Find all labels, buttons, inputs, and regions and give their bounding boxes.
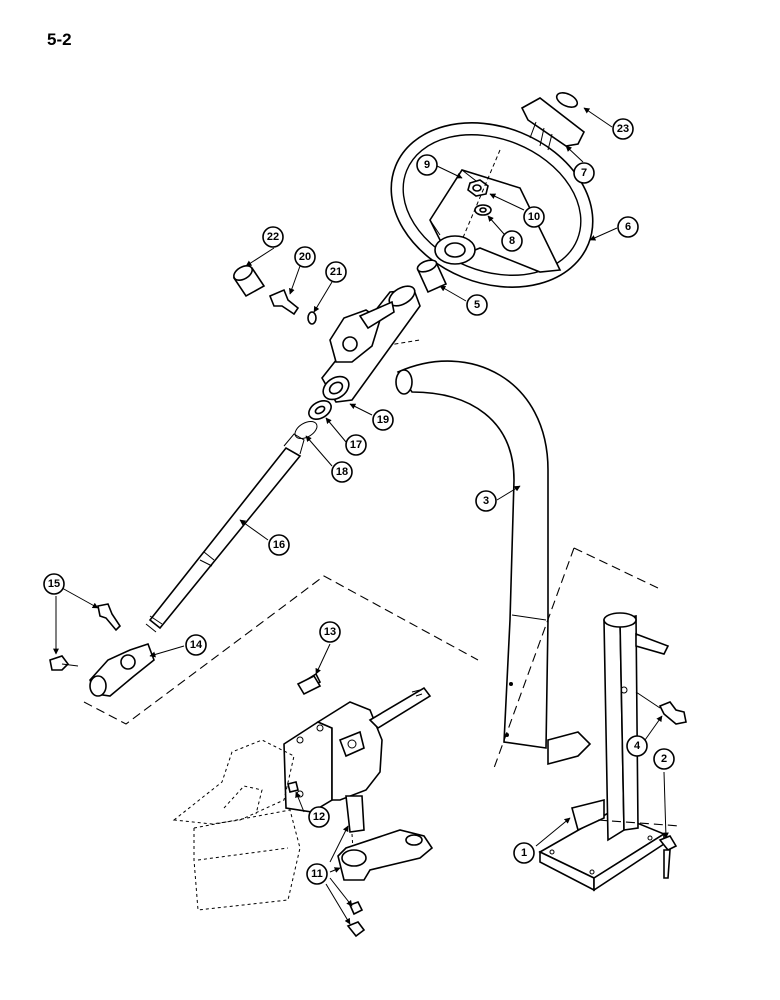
callout-7: 7 — [573, 162, 595, 184]
svg-text:1: 1 — [521, 847, 527, 859]
callout-5: 5 — [466, 294, 488, 316]
svg-text:3: 3 — [483, 495, 489, 507]
svg-text:10: 10 — [528, 211, 540, 223]
stand-bolts — [635, 691, 687, 879]
svg-text:14: 14 — [190, 639, 203, 651]
callout-4: 4 — [626, 735, 648, 757]
callout-21: 21 — [325, 261, 347, 283]
svg-text:17: 17 — [350, 439, 362, 451]
callout-3: 3 — [475, 490, 497, 512]
svg-text:18: 18 — [336, 466, 348, 478]
svg-text:19: 19 — [377, 414, 389, 426]
universal-joint — [49, 603, 155, 697]
gearbox-bolt — [296, 674, 322, 696]
callout-9: 9 — [416, 154, 438, 176]
svg-text:7: 7 — [581, 167, 587, 179]
callout-12: 12 — [308, 806, 330, 828]
callout-16: 16 — [268, 534, 290, 556]
steering-gearbox — [283, 672, 432, 867]
steering-wheel — [390, 122, 594, 288]
callout-8: 8 — [501, 230, 523, 252]
callout-2: 2 — [653, 748, 675, 770]
mounting-plane-left — [83, 575, 479, 725]
callout-13: 13 — [319, 621, 341, 643]
column-housing — [321, 285, 421, 403]
callout-14: 14 — [185, 634, 207, 656]
callout-23: 23 — [612, 118, 634, 140]
callout-10: 10 — [523, 206, 545, 228]
svg-text:12: 12 — [313, 811, 325, 823]
callout-17: 17 — [345, 434, 367, 456]
svg-text:20: 20 — [299, 251, 311, 263]
steering-shaft — [145, 433, 305, 633]
svg-text:8: 8 — [509, 235, 515, 247]
horn-emblem — [520, 92, 586, 151]
svg-text:21: 21 — [330, 266, 342, 278]
svg-text:5: 5 — [474, 299, 480, 311]
svg-text:23: 23 — [617, 123, 629, 135]
callout-15: 15 — [43, 573, 65, 595]
bearing — [294, 400, 332, 440]
svg-text:15: 15 — [48, 578, 60, 590]
svg-text:13: 13 — [324, 626, 336, 638]
column-tube — [395, 360, 549, 749]
mounting-plane-right — [493, 547, 681, 827]
callout-18: 18 — [331, 461, 353, 483]
leader-lines — [53, 107, 669, 925]
svg-text:11: 11 — [311, 868, 323, 880]
svg-text:4: 4 — [634, 740, 641, 752]
callout-20: 20 — [294, 246, 316, 268]
svg-text:9: 9 — [424, 159, 430, 171]
callout-19: 19 — [372, 409, 394, 431]
svg-text:16: 16 — [273, 539, 285, 551]
callout-11: 11 — [306, 863, 328, 885]
callout-22: 22 — [262, 226, 284, 248]
callout-1: 1 — [513, 842, 535, 864]
cap-bolt-set — [232, 264, 317, 325]
svg-text:22: 22 — [267, 231, 279, 243]
svg-text:2: 2 — [661, 753, 667, 765]
tractor-frame-phantom — [172, 739, 301, 911]
pitman-arm — [337, 829, 434, 938]
page-number: 5-2 — [47, 30, 72, 49]
svg-text:6: 6 — [625, 221, 631, 233]
callout-6: 6 — [617, 216, 639, 238]
steering-stand — [538, 612, 670, 892]
bushing — [416, 259, 448, 294]
